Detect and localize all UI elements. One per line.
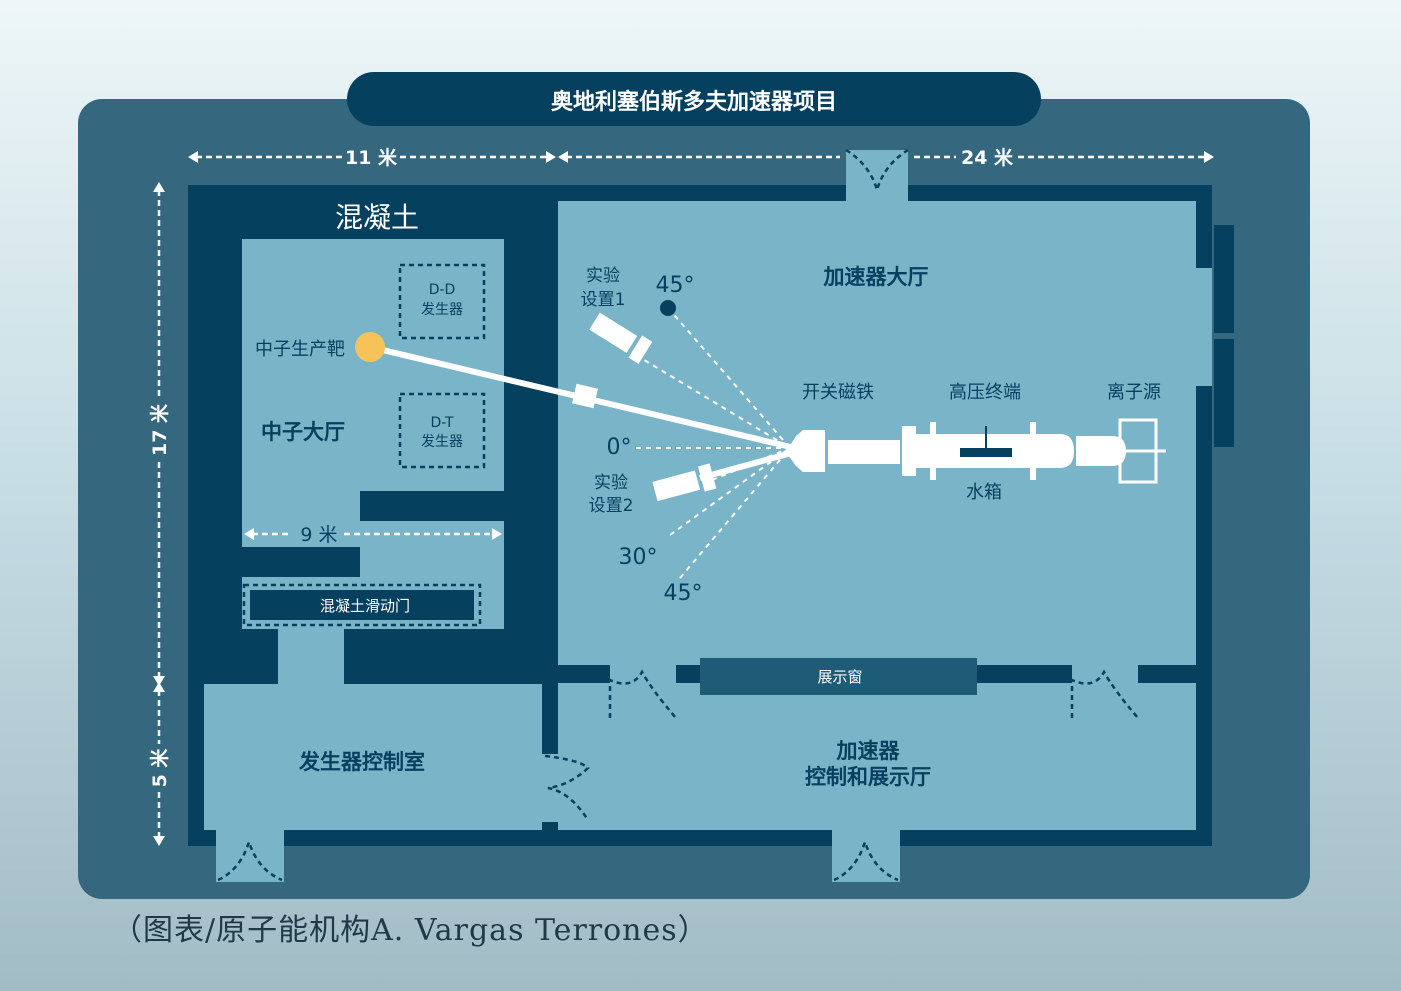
- accelerator-control-room: [558, 683, 1196, 830]
- angle-45-bottom: 45°: [664, 581, 703, 606]
- setup1-label-2: 设置1: [581, 290, 626, 310]
- accelerator-control-label-2: 控制和展示厅: [805, 765, 931, 789]
- accelerator-control-label-1: 加速器: [836, 739, 901, 763]
- dim-5m: 5 米: [148, 748, 171, 788]
- neutron-hall: [242, 239, 504, 629]
- angle-0: 0°: [607, 435, 632, 460]
- dd-generator-box: [398, 263, 486, 340]
- dt-generator-box: [398, 392, 486, 469]
- passage: [278, 629, 344, 684]
- water-tank-label: 水箱: [966, 482, 1002, 503]
- neutron-hall-label: 中子大厅: [261, 420, 345, 444]
- image-credit: （图表/原子能机构A. Vargas Terrones）: [112, 913, 709, 948]
- sliding-door: [250, 590, 474, 620]
- accelerator-beamline: [786, 422, 1126, 480]
- position-dot: [660, 300, 676, 316]
- door-swing-hall-left: [608, 669, 677, 719]
- neutron-target-label: 中子生产靶: [255, 339, 345, 360]
- door-swing-hall-right: [1070, 669, 1139, 719]
- angle-30: 30°: [619, 545, 658, 570]
- water-tank: [960, 448, 1012, 457]
- dim-24m: 24 米: [961, 146, 1014, 169]
- display-window-label: 展示窗: [817, 668, 862, 686]
- accelerator-hall-label: 加速器大厅: [823, 265, 929, 289]
- dt-generator-label-2: 发生器: [421, 434, 463, 450]
- neutron-target: [355, 332, 385, 362]
- door-swing-bottom-left: [217, 837, 283, 882]
- dimension-arrows: [153, 151, 1214, 846]
- sliding-door-outline: [242, 583, 482, 627]
- dim-11m: 11 米: [345, 146, 398, 169]
- right-wall-block: [1196, 268, 1212, 386]
- right-panel-lower: [1214, 339, 1234, 447]
- beam-flange: [572, 383, 598, 409]
- dimension-lines: [157, 155, 1206, 838]
- switch-magnet: [786, 430, 825, 472]
- setup1-label-1: 实验: [586, 266, 620, 286]
- angle-45-top: 45°: [656, 273, 695, 298]
- setup1-detector: [589, 312, 653, 364]
- dd-generator-label-1: D-D: [429, 282, 456, 298]
- hall-door-left-opening: [610, 665, 676, 683]
- accelerator-hall: [558, 201, 1196, 665]
- setup2-detector: [652, 463, 717, 502]
- right-panel-upper: [1214, 225, 1234, 333]
- display-window: [700, 658, 977, 695]
- beam-line-setup2: [699, 449, 796, 481]
- dim-9m: 9 米: [300, 524, 337, 546]
- ion-source-label: 离子源: [1107, 382, 1161, 403]
- title-banner: [347, 72, 1041, 126]
- door-swing-bottom-mid: [833, 837, 899, 882]
- sliding-door-label: 混凝土滑动门: [320, 597, 410, 615]
- door-swing-side: [544, 754, 590, 821]
- generator-control-room: [204, 684, 542, 830]
- switch-magnet-label: 开关磁铁: [802, 382, 874, 403]
- dt-generator-label-1: D-T: [430, 415, 454, 431]
- setup2-label-1: 实验: [594, 473, 628, 493]
- setup2-label-2: 设置2: [589, 496, 634, 516]
- dim-17m: 17 米: [148, 403, 171, 456]
- generator-control-label: 发生器控制室: [298, 750, 425, 774]
- hv-terminal-label: 高压终端: [949, 382, 1021, 403]
- page-title: 奥地利塞伯斯多夫加速器项目: [551, 89, 837, 115]
- hall-door-right-opening: [1072, 665, 1138, 683]
- concrete-label: 混凝土: [335, 201, 419, 234]
- dd-generator-label-2: 发生器: [421, 302, 463, 318]
